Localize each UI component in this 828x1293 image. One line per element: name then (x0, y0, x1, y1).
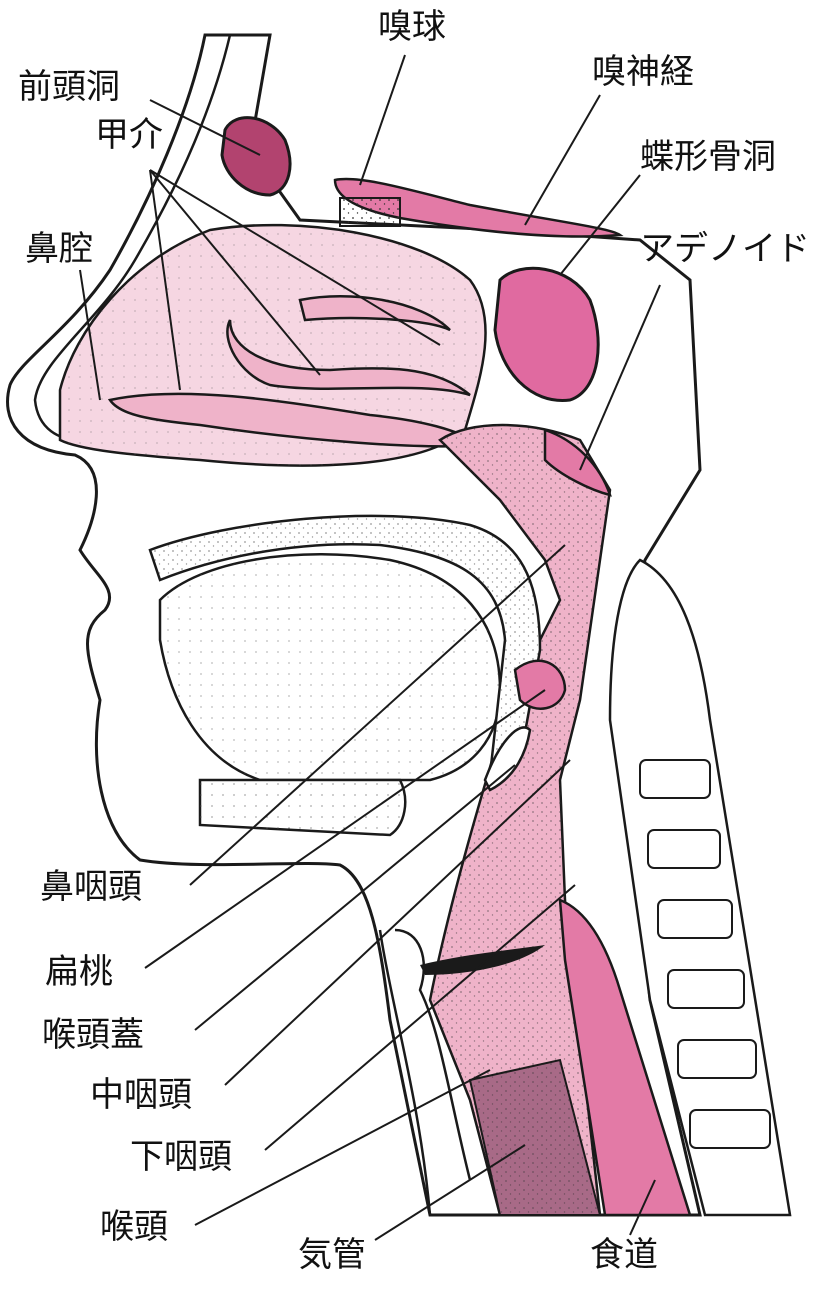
vertebrae (639, 759, 771, 1149)
label-nasal-cavity: 鼻腔 (25, 229, 93, 269)
label-trachea: 気管 (298, 1235, 366, 1275)
tonsil (513, 659, 567, 710)
esophagus (558, 898, 692, 1217)
adenoid (543, 428, 612, 497)
turbinate-upper (298, 295, 451, 332)
label-sphenoid-sinus: 蝶形骨洞 (640, 137, 776, 177)
label-oropharynx: 中咽頭 (90, 1075, 192, 1115)
label-adenoid: アデノイド (640, 229, 810, 269)
label-olfactory-nerve: 嗅神経 (592, 52, 694, 92)
neck-front (378, 929, 432, 1216)
leader-lines (79, 54, 661, 1241)
epiglottis (483, 726, 532, 792)
sphenoid-sinus (493, 266, 600, 402)
label-esophagus: 食道 (590, 1235, 658, 1275)
label-turbinate: 甲介 (95, 115, 163, 155)
label-olfactory-bulb: 嗅球 (378, 7, 446, 47)
label-larynx: 喉頭 (100, 1207, 168, 1247)
vocal-fold (420, 945, 545, 975)
cartilage (394, 928, 472, 1181)
turbinate-middle (226, 319, 471, 397)
frontal-sinus (220, 116, 292, 197)
cribriform-plate (339, 197, 401, 227)
nasal-bone (33, 34, 232, 442)
label-nasopharynx: 鼻咽頭 (40, 867, 142, 907)
label-epiglottis: 喉頭蓋 (42, 1015, 144, 1055)
label-tonsil: 扁桃 (45, 952, 113, 992)
label-hypopharynx: 下咽頭 (130, 1137, 232, 1177)
label-frontal-sinus: 前頭洞 (18, 67, 120, 107)
